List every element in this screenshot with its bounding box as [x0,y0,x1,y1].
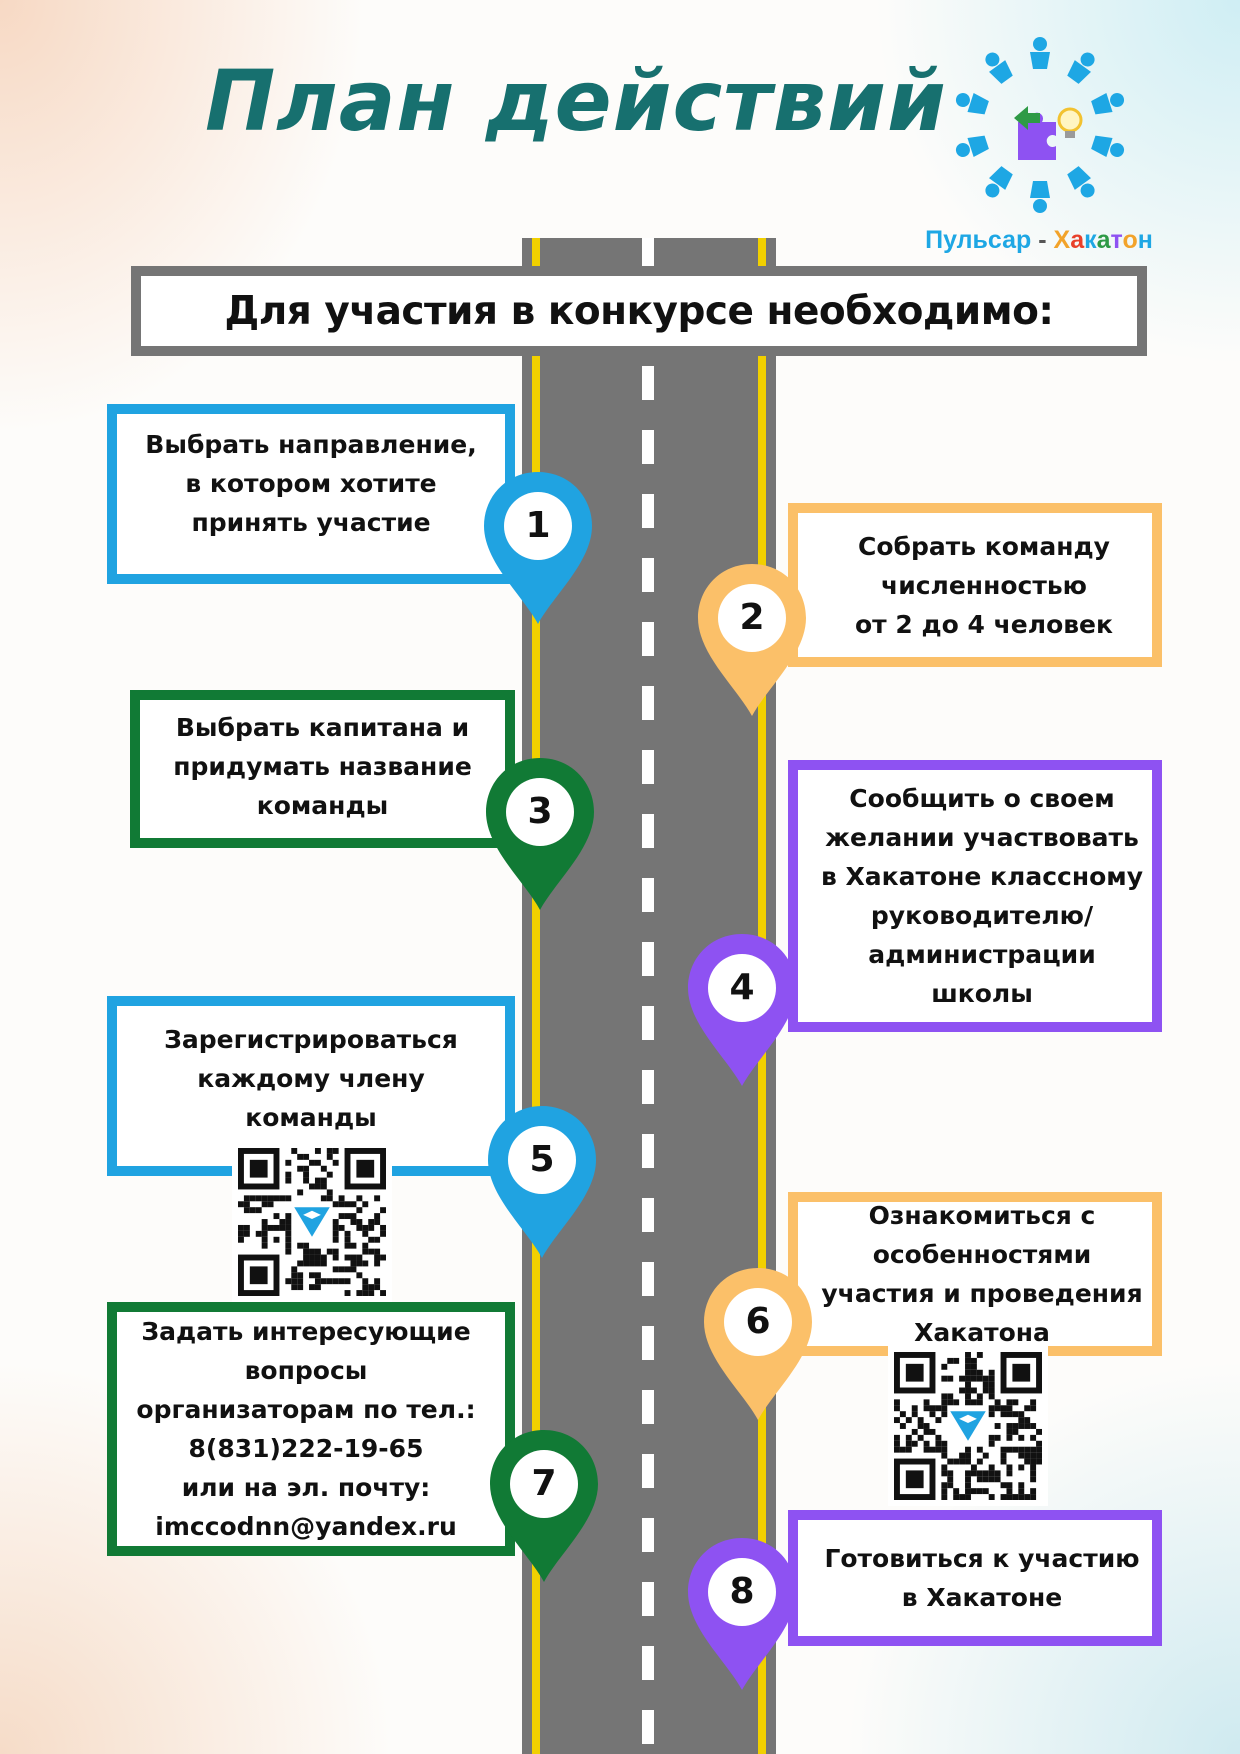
step-7-line: Задать интересующие [141,1317,471,1346]
step-8-pin: 8 [682,1532,802,1696]
logo-name-part2: Хакатон [1054,226,1153,254]
step-3-line: Выбрать капитана и [175,712,470,742]
logo-name-part1: Пульсар [925,226,1032,254]
logo-letter: о [1122,226,1138,254]
lightbulb-icon [1057,107,1083,138]
step-1-line: Выбрать направление, [145,429,477,459]
step-2-number: 2 [739,597,765,638]
map-pin-icon [488,1106,596,1258]
email-link[interactable]: imccodnn@yandex.ru [155,1512,457,1541]
step-2-box: Собрать команду численностью от 2 до 4 ч… [788,503,1162,667]
step-7-pin: 7 [484,1424,604,1588]
person-icon [1030,181,1050,213]
map-pin-icon [490,1430,598,1582]
step-2-line: от 2 до 4 человек [855,609,1113,639]
step-5-line: команды [245,1103,377,1132]
step-4-line: школы [931,979,1033,1008]
person-icon [955,92,989,115]
step-5-box: Зарегистрироваться каждому члену команды [107,996,515,1176]
step-3-pin: 3 [480,752,600,916]
person-icon [1030,37,1050,69]
step-6-number: 6 [745,1301,771,1342]
step-7-box: Задать интересующие вопросы организатора… [107,1302,515,1556]
hackathon-info-qr-code[interactable] [888,1346,1048,1506]
page-title: План действий [205,52,947,150]
arrow-icon [1014,106,1040,130]
step-7-line: или на эл. почту: [181,1473,431,1502]
qr-code-icon [238,1148,386,1296]
road-left-lane-line [532,238,540,1754]
step-4-line: администрации [868,940,1096,969]
step-6-line: особенностями [872,1240,1092,1269]
requirements-banner: Для участия в конкурсе необходимо: [131,266,1147,356]
person-icon [985,166,1013,198]
map-pin-icon [704,1268,812,1420]
step-4-box: Сообщить о своем желании участвовать в Х… [788,760,1162,1032]
step-8-box: Готовиться к участию в Хакатоне [788,1510,1162,1646]
step-7-line: организаторам по тел.: [136,1395,476,1424]
map-pin-icon [698,564,806,716]
road-center-dashed-line [642,238,654,1754]
person-icon [985,52,1013,84]
step-8-line: в Хакатоне [901,1583,1063,1612]
step-4-line: Сообщить о своем [849,784,1115,813]
map-pin-icon [688,934,796,1086]
step-6-line: Ознакомиться с [868,1201,1096,1230]
step-5-line: каждому члену [197,1064,425,1093]
logo-letter: н [1137,226,1153,254]
logo-letter: к [1084,226,1097,254]
logo-letter: а [1096,226,1111,254]
step-6-box: Ознакомиться с особенностями участия и п… [788,1192,1162,1356]
step-7-number: 7 [531,1463,557,1504]
step-1-box: Выбрать направление, в котором хотите пр… [107,404,515,584]
step-8-number: 8 [729,1571,755,1612]
step-6-line: Хакатона [914,1318,1050,1347]
banner-text: Для участия в конкурсе необходимо: [224,288,1054,334]
step-4-line: желании участвовать [825,823,1139,852]
logo-letter: т [1110,226,1123,254]
person-icon [1067,166,1095,198]
step-5-number: 5 [529,1139,555,1180]
logo-letter: а [1070,226,1085,254]
step-3-box: Выбрать капитана и придумать название ко… [130,690,515,848]
pulsar-hackathon-logo: Пульсар - Хакатон [925,30,1153,260]
step-1-number: 1 [525,505,551,546]
person-icon [1091,92,1125,115]
logo-label: Пульсар - Хакатон [924,226,1154,255]
step-5-line: Зарегистрироваться [164,1025,458,1054]
step-4-number: 4 [729,967,755,1008]
step-1-line: принять участие [191,507,431,537]
registration-qr-code[interactable] [232,1142,392,1302]
step-4-pin: 4 [682,928,802,1092]
map-pin-icon [484,472,592,624]
people-circle-icon [955,37,1125,213]
step-3-line: придумать название [173,751,472,781]
phone-number[interactable]: 8(831)222-19-65 [188,1434,424,1463]
step-2-pin: 2 [692,558,812,722]
person-icon [955,135,989,158]
step-8-line: Готовиться к участию [824,1544,1140,1573]
map-pin-icon [688,1538,796,1690]
map-pin-icon [486,758,594,910]
step-3-line: команды [256,790,389,820]
step-4-line: в Хакатоне классному [820,862,1144,891]
step-2-line: Собрать команду [858,531,1110,561]
logo-letter: Х [1053,226,1071,254]
step-1-line: в котором хотите [185,468,437,498]
step-7-line: вопросы [244,1356,368,1385]
logo-separator: - [1031,226,1054,254]
person-icon [1067,52,1095,84]
step-1-pin: 1 [478,466,598,630]
step-6-line: участия и проведения [821,1279,1143,1308]
step-3-number: 3 [527,791,553,832]
step-2-line: численностью [881,570,1087,600]
qr-code-icon [894,1352,1042,1500]
person-icon [1091,135,1125,158]
step-5-pin: 5 [482,1100,602,1264]
step-6-pin: 6 [698,1262,818,1426]
step-4-line: руководителю/ [870,901,1094,930]
